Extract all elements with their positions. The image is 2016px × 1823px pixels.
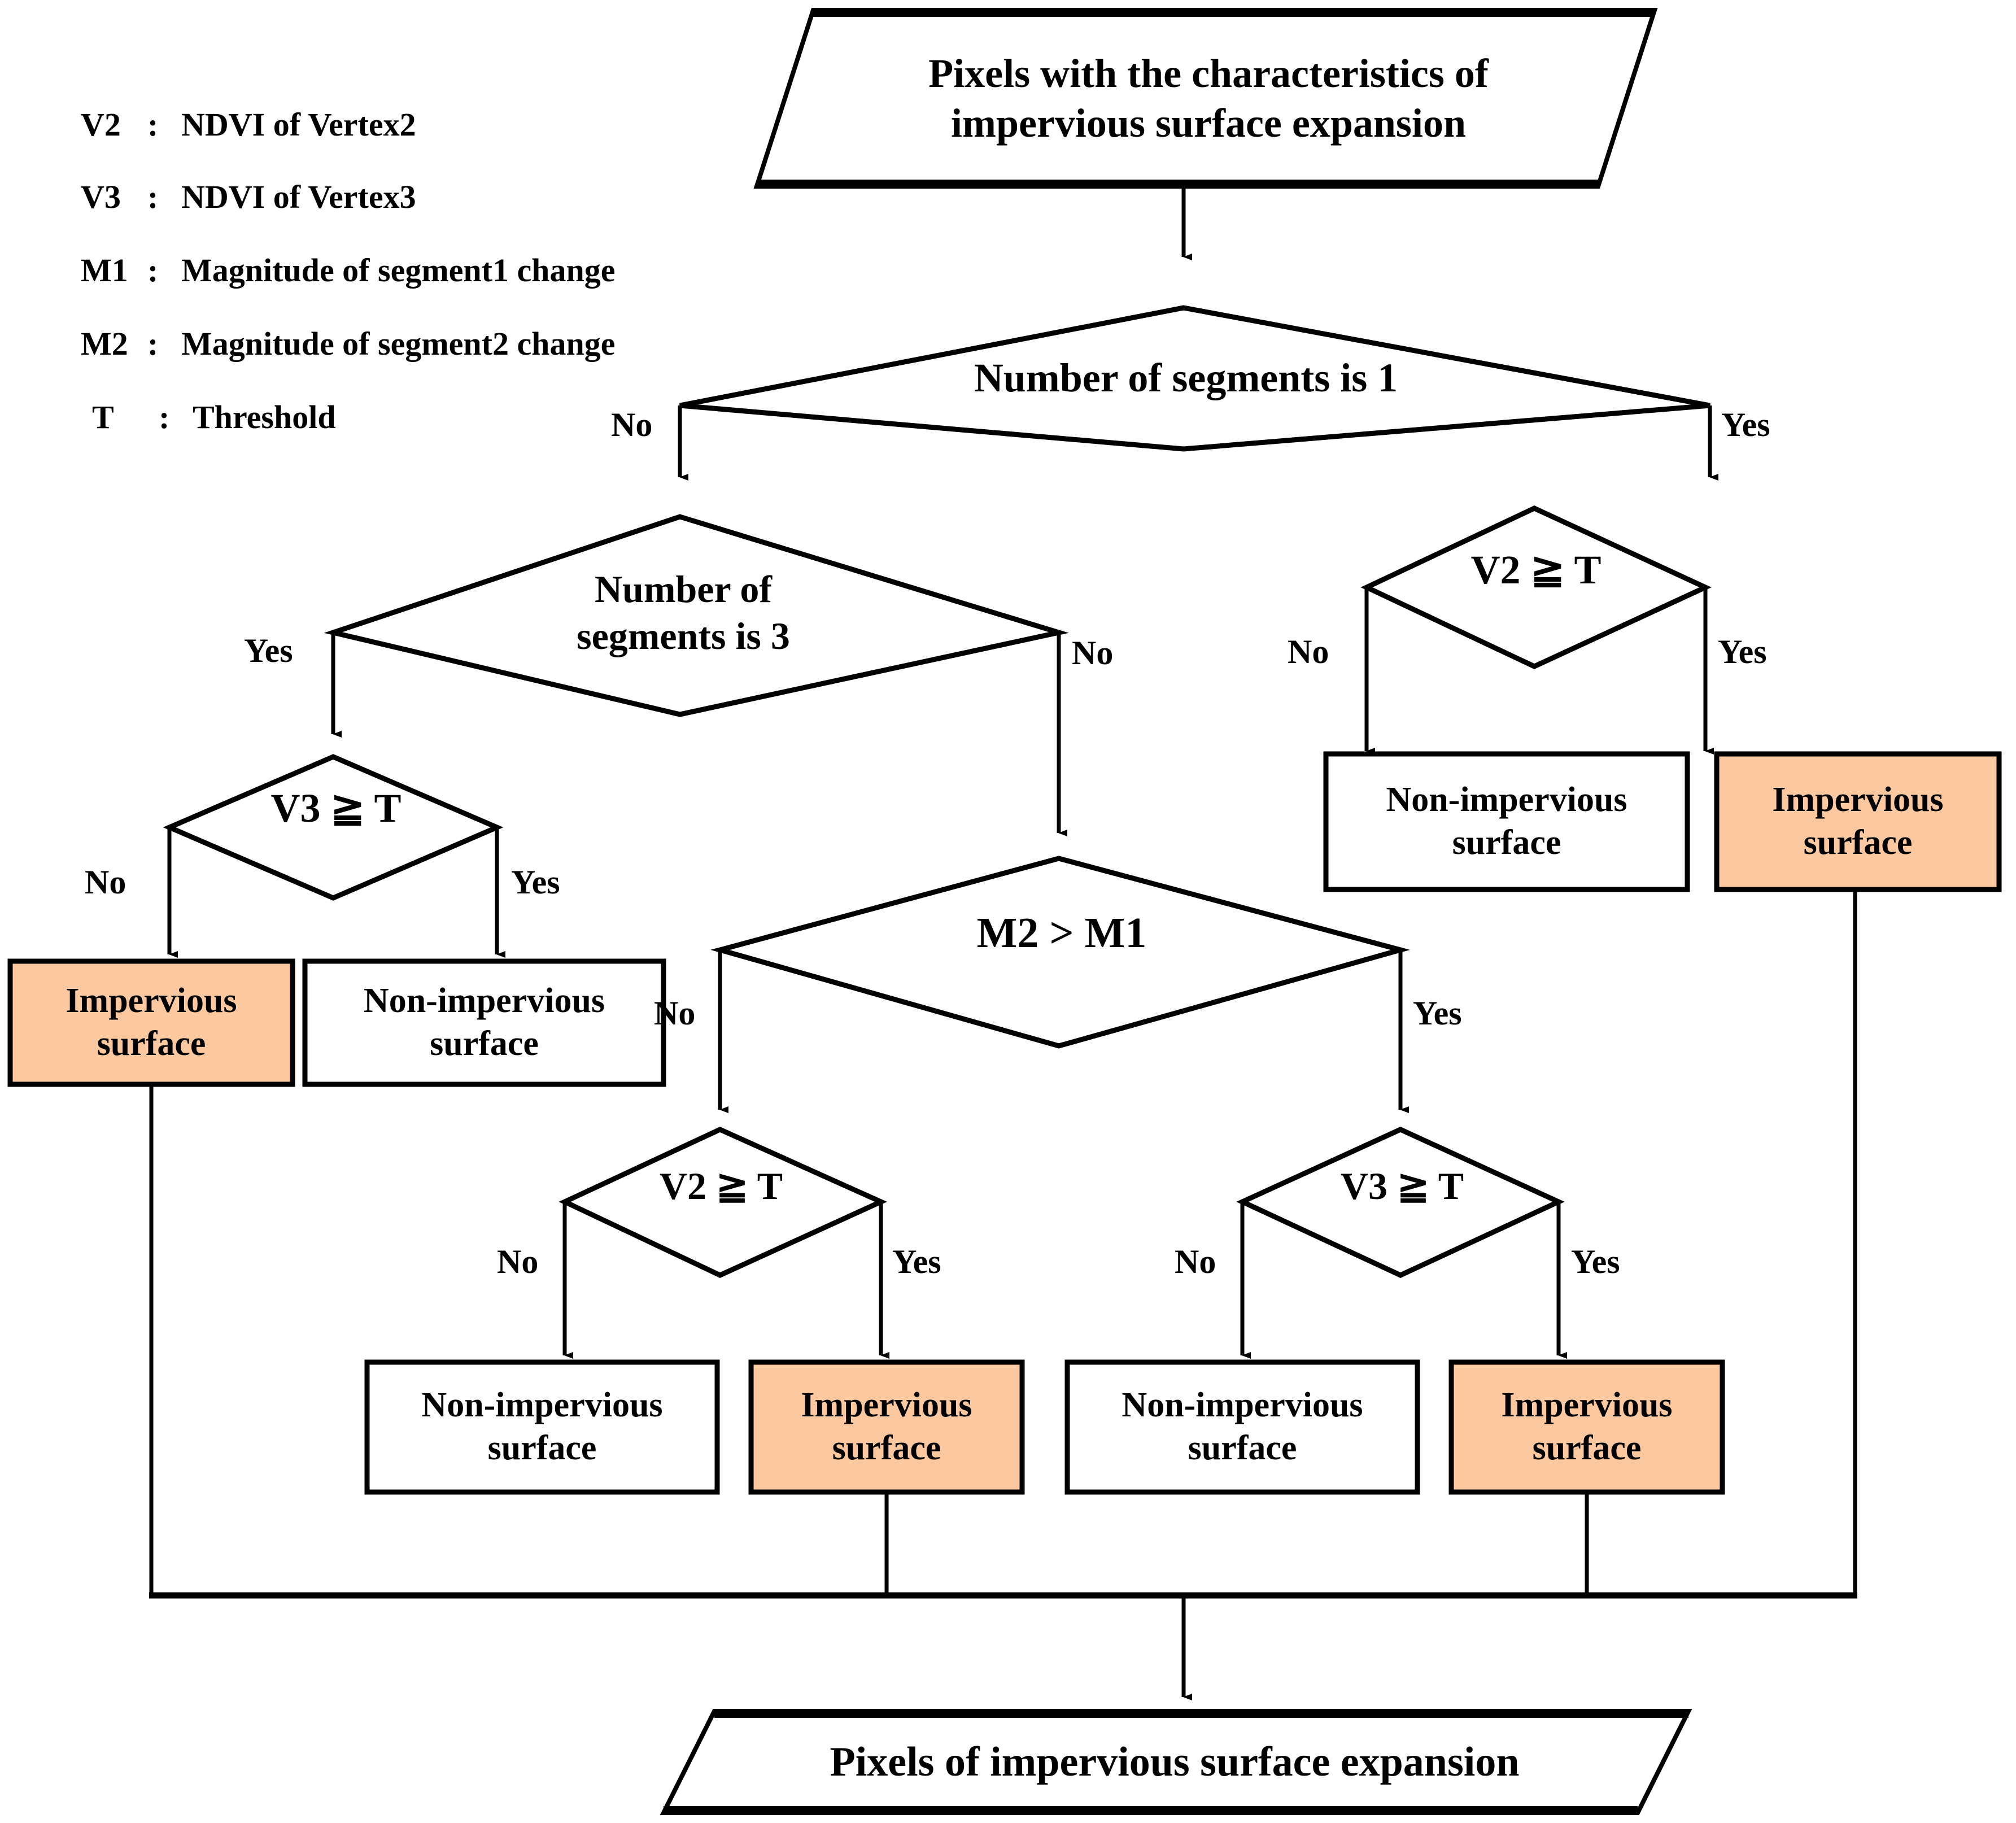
legend-text: NDVI of Vertex2 <box>181 106 416 143</box>
legend-key: T <box>92 399 114 435</box>
legend-key: V2 <box>81 106 121 143</box>
decision-6-diamond <box>558 1127 887 1278</box>
legend-colon: : <box>147 325 159 362</box>
result-box-8 <box>1714 751 2002 892</box>
edge-label-d1-yes: Yes <box>1721 406 1770 443</box>
legend-row-t: T: Threshold <box>59 360 336 474</box>
end-parallelogram <box>660 1709 1692 1815</box>
legend-text: Magnitude of segment2 change <box>181 325 616 362</box>
edge-label-d3-no: No <box>1288 633 1329 670</box>
decision-2-diamond <box>324 514 1069 717</box>
legend-row-v3: V3: NDVI of Vertex3 <box>48 140 416 254</box>
legend-key: M1 <box>81 252 128 289</box>
edge-label-d6-no: No <box>497 1243 539 1280</box>
decision-4-diamond <box>163 754 504 901</box>
decision-3-diamond <box>1360 505 1712 669</box>
result-box-6 <box>1448 1359 1725 1495</box>
legend-text: Magnitude of segment1 change <box>181 252 616 289</box>
legend-row-m2: M2: Magnitude of segment2 change <box>48 287 615 400</box>
legend-text: NDVI of Vertex3 <box>181 178 416 215</box>
edge-label-d5-no: No <box>654 995 696 1032</box>
decision-1-diamond <box>679 305 1710 452</box>
legend-key: M2 <box>81 325 128 362</box>
legend-colon: : <box>147 178 159 215</box>
edge-label-d7-yes: Yes <box>1571 1243 1620 1280</box>
edge-label-d4-yes: Yes <box>511 863 560 901</box>
legend-key: V3 <box>81 178 121 215</box>
edge-label-d1-no: No <box>611 406 653 443</box>
edge-label-d3-yes: Yes <box>1718 633 1767 670</box>
result-box-4 <box>748 1359 1025 1495</box>
decision-7-diamond <box>1236 1127 1565 1278</box>
edge-label-d7-no: No <box>1175 1243 1216 1280</box>
result-box-7 <box>1323 751 1690 892</box>
result-box-5 <box>1064 1359 1420 1495</box>
result-box-3 <box>364 1359 720 1495</box>
edge-label-d2-no: No <box>1072 634 1114 671</box>
legend-colon: : <box>147 252 159 289</box>
edge-label-d2-yes: Yes <box>244 632 293 669</box>
result-box-2 <box>302 958 666 1087</box>
legend-row-v2: V2: NDVI of Vertex2 <box>48 68 416 181</box>
legend-row-m1: M1: Magnitude of segment1 change <box>48 213 615 327</box>
edge-label-d4-no: No <box>85 863 126 901</box>
legend-colon: : <box>159 399 170 435</box>
decision-5-diamond <box>710 856 1411 1049</box>
edge-label-d5-yes: Yes <box>1413 995 1462 1032</box>
edge-label-d6-yes: Yes <box>892 1243 941 1280</box>
legend-colon: : <box>147 106 159 143</box>
legend-text: Threshold <box>193 399 336 435</box>
start-parallelogram <box>753 8 1658 189</box>
result-box-1 <box>7 958 295 1087</box>
